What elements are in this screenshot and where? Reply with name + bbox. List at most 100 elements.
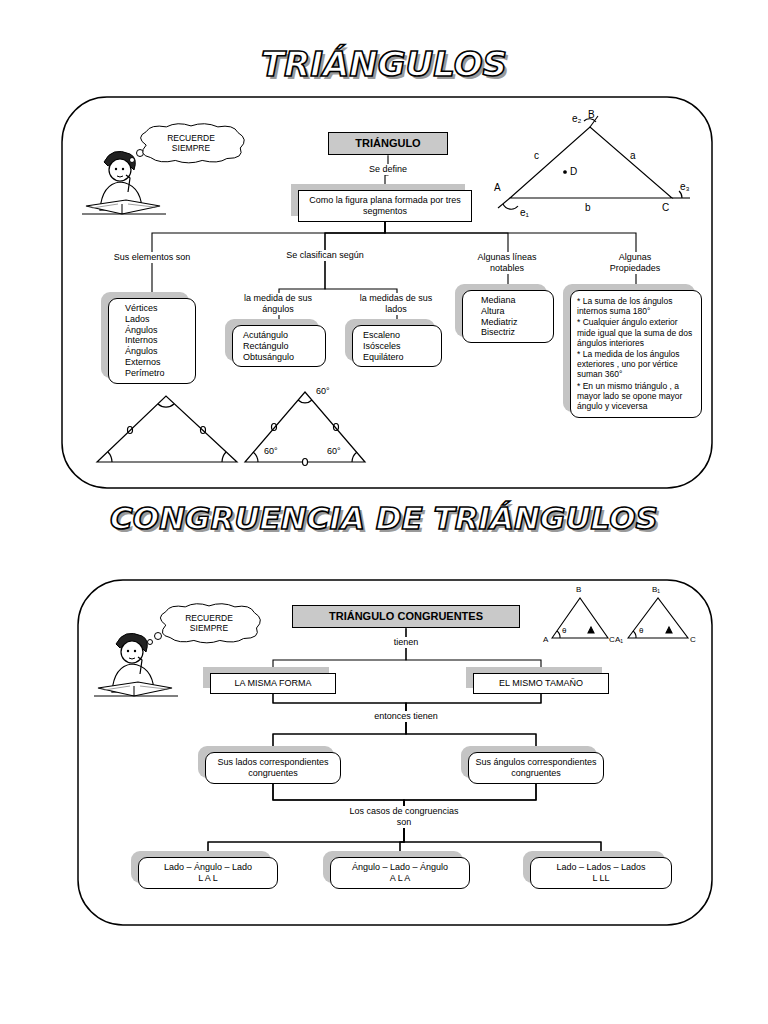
connector-line bbox=[406, 694, 541, 752]
node-text: Isósceles bbox=[363, 341, 435, 352]
congruent-triangles bbox=[552, 598, 688, 638]
header-box: TRIÁNGULO CONGRUENTES bbox=[292, 605, 520, 628]
node-text: Como la figura plana formada por tres se… bbox=[305, 195, 465, 217]
concept-box: EscalenoIsóscelesEquilátero bbox=[352, 325, 442, 367]
node-text: Obtusángulo bbox=[243, 352, 319, 363]
node-text: * La medida de los ángulos exteriores , … bbox=[577, 349, 695, 380]
concept-box: LA MISMA FORMA bbox=[210, 673, 336, 694]
figure-label: 60° bbox=[316, 386, 330, 397]
figure-label: θ bbox=[562, 626, 566, 636]
figure-label: A bbox=[543, 635, 548, 645]
concept-box: Lado – Lados – LadosL LL bbox=[530, 857, 672, 889]
figure-label: a bbox=[630, 150, 636, 162]
panel-frame bbox=[78, 580, 712, 925]
cloud-shape bbox=[160, 604, 260, 643]
figure-label: 60° bbox=[327, 446, 341, 457]
figure-label: e₃ bbox=[680, 181, 690, 193]
edge-label: Sus elementos son bbox=[112, 252, 192, 263]
connector-line bbox=[406, 628, 541, 673]
node-text: Ángulos Externos bbox=[125, 346, 189, 368]
connector-text: entonces tienen bbox=[366, 711, 446, 722]
concept-box: Sus lados correspondientes congruentes bbox=[205, 752, 341, 784]
node-text: Vértices bbox=[125, 303, 189, 314]
figure-label: e₂ bbox=[572, 113, 581, 125]
concept-box: * La suma de los ángulos internos suma 1… bbox=[570, 290, 702, 418]
node-text: TRIÁNGULO bbox=[335, 137, 441, 150]
edge-label: la medidas de sus lados bbox=[356, 293, 436, 315]
node-text: Perímetro bbox=[125, 368, 189, 379]
node-text: Mediana bbox=[481, 295, 547, 306]
node-text: Sus ángulos correspondientes congruentes bbox=[475, 757, 597, 779]
edge-label: Algunas líneas notables bbox=[465, 252, 549, 274]
figure-label: 60° bbox=[264, 446, 278, 457]
node-text: A L A bbox=[337, 873, 463, 884]
edge-label: Algunas Propiedades bbox=[593, 252, 677, 274]
concept-box: Sus ángulos correspondientes congruentes bbox=[468, 752, 604, 784]
figure-label: C bbox=[690, 635, 696, 645]
student-figure bbox=[82, 151, 166, 214]
section-title: CONGRUENCIA DE TRIÁNGULOS bbox=[104, 500, 664, 537]
equilateral-triangle bbox=[245, 392, 365, 466]
figure-label: B₁ bbox=[652, 585, 660, 595]
connector-text: tienen bbox=[381, 637, 431, 648]
node-text: Rectángulo bbox=[243, 341, 319, 352]
concept-box: Ángulo – Lado – ÁnguloA L A bbox=[330, 857, 470, 889]
edge-label: Se define bbox=[353, 164, 423, 175]
node-text: * La suma de los ángulos internos suma 1… bbox=[577, 296, 695, 316]
cloud-shape bbox=[141, 124, 245, 163]
student-figure bbox=[94, 633, 178, 696]
figure-label: B bbox=[588, 109, 595, 121]
node-text: Escaleno bbox=[363, 330, 435, 341]
node-text: RECUERDE SIEMPRE bbox=[149, 133, 233, 153]
panel-frame bbox=[62, 97, 712, 488]
node-text: EL MISMO TAMAÑO bbox=[480, 678, 602, 689]
node-text: TRIÁNGULO CONGRUENTES bbox=[299, 610, 513, 623]
figure-label: c bbox=[534, 150, 539, 162]
node-text: Lado – Lados – Lados bbox=[537, 862, 665, 873]
node-text: * Cualquier ángulo exterior mide igual q… bbox=[577, 317, 695, 348]
connector-line bbox=[208, 784, 536, 857]
node-text: RECUERDE SIEMPRE bbox=[169, 613, 249, 633]
labeled-triangle bbox=[498, 116, 690, 209]
figure-label: A bbox=[494, 182, 501, 194]
node-text: Sus lados correspondientes congruentes bbox=[212, 757, 334, 779]
node-text: Bisectriz bbox=[481, 327, 547, 338]
node-text: * En un mismo triángulo , a mayor lado s… bbox=[577, 381, 695, 412]
figure-label: b bbox=[585, 202, 591, 214]
connector-line bbox=[273, 694, 541, 752]
node-text: Equilátero bbox=[363, 352, 435, 363]
figure-label: e₁ bbox=[520, 207, 529, 219]
concept-box: AcutánguloRectánguloObtusángulo bbox=[232, 325, 326, 367]
figure-label: C bbox=[662, 202, 669, 214]
page-title: TRIÁNGULOS bbox=[184, 44, 584, 85]
node-text: Ángulo – Lado – Ángulo bbox=[337, 862, 463, 873]
node-text: LA MISMA FORMA bbox=[217, 678, 329, 689]
header-box: TRIÁNGULO bbox=[328, 132, 448, 155]
connector-line bbox=[273, 628, 406, 673]
concept-box: Como la figura plana formada por tres se… bbox=[298, 190, 472, 222]
connector-text: Los casos de congruencias son bbox=[346, 806, 462, 828]
concept-box: VérticesLadosÁngulos InternosÁngulos Ext… bbox=[108, 298, 196, 384]
node-text: Ángulos Internos bbox=[125, 325, 189, 347]
node-text: Mediatriz bbox=[481, 317, 547, 328]
figure-label: B bbox=[576, 585, 581, 595]
node-text: Altura bbox=[481, 306, 547, 317]
figure-label: D bbox=[570, 166, 577, 178]
connector-line bbox=[273, 784, 601, 857]
figure-label: C bbox=[609, 635, 615, 645]
edge-label: la medida de sus ángulos bbox=[238, 293, 318, 315]
node-text: Acutángulo bbox=[243, 330, 319, 341]
connector-text: Se clasifican según bbox=[286, 250, 364, 261]
figure-label: θ bbox=[639, 626, 643, 636]
isosceles-triangle bbox=[97, 396, 237, 462]
thought-cloud: RECUERDE SIEMPRE bbox=[155, 604, 263, 642]
node-text: Lado – Ángulo – Lado bbox=[145, 862, 271, 873]
figure-label: A₁ bbox=[615, 635, 623, 645]
thought-bubbles bbox=[130, 150, 162, 645]
concept-box: Lado – Ángulo – LadoL A L bbox=[138, 857, 278, 889]
node-text: Lados bbox=[125, 314, 189, 325]
node-text: L A L bbox=[145, 873, 271, 884]
concept-box: MedianaAlturaMediatrizBisectriz bbox=[462, 290, 554, 343]
node-text: L LL bbox=[537, 873, 665, 884]
thought-cloud: RECUERDE SIEMPRE bbox=[135, 124, 247, 162]
